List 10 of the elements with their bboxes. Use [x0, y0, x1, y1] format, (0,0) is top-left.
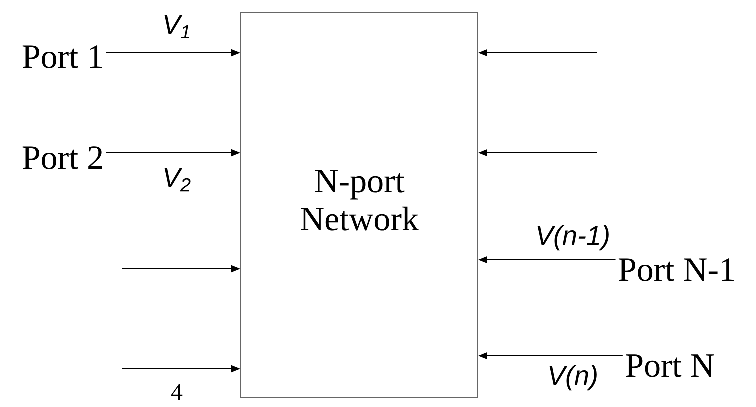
edge-label: V(n-1)	[538, 225, 609, 251]
edge-label: V$_{1}$	[164, 15, 190, 38]
edge-label: V$_{2}$	[164, 168, 191, 192]
port-label: Port 1	[22, 46, 102, 68]
port-label: Port N-1	[618, 258, 734, 282]
port-label: Port N	[626, 354, 714, 378]
port-label: Port 2	[22, 146, 102, 170]
edge-label: V(n)	[550, 365, 597, 391]
note-text: 4	[171, 384, 183, 400]
network-box: N-port Network	[240, 12, 478, 398]
